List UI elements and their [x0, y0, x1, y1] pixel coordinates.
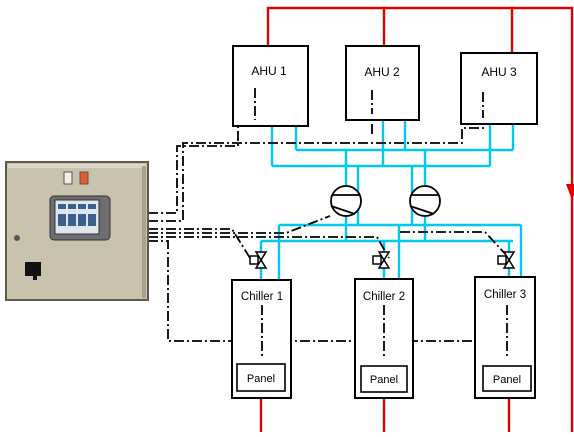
panel-1-label: Panel — [247, 373, 275, 385]
control-line-ahu3 — [148, 95, 485, 222]
panel-3-box — [482, 365, 532, 392]
rotary-isolator-switch-icon — [25, 262, 41, 280]
power-lines — [259, 6, 574, 432]
chiller-3-label: Chiller 3 — [484, 289, 526, 301]
control-line-valve3 — [400, 231, 510, 259]
control-line-valve1 — [148, 228, 251, 259]
ahu-units — [232, 45, 538, 127]
pump-1-icon — [330, 185, 362, 217]
panel-2-box — [360, 365, 408, 393]
power-line-main — [266, 6, 574, 432]
control-line-panels — [148, 240, 515, 363]
valve-2-icon — [372, 251, 391, 269]
ahu-1-box — [232, 45, 309, 127]
control-wiring — [148, 90, 515, 363]
ahu-2-box — [345, 45, 420, 121]
ahu-3-label: AHU 3 — [481, 65, 517, 79]
valve-3-icon — [497, 251, 516, 269]
valve-1-icon — [249, 251, 268, 269]
ahu-internal-control — [254, 88, 484, 120]
indicator-lamps-icon — [63, 171, 89, 185]
control-line-valve2 — [148, 236, 390, 259]
control-line-ahu1 — [148, 90, 239, 214]
control-cabinet-photo — [5, 161, 149, 301]
chiller-panels — [236, 363, 532, 393]
control-line-pump1 — [148, 215, 331, 234]
ahu-2-label: AHU 2 — [364, 65, 400, 79]
panel-1-box — [236, 363, 286, 392]
chiller-internal-control — [261, 305, 508, 358]
pump-2-icon — [409, 185, 441, 217]
ahu-1-label: AHU 1 — [251, 64, 287, 78]
chiller-1-label: Chiller 1 — [241, 291, 283, 303]
power-flow-arrow-icon — [566, 184, 574, 200]
chiller-2-label: Chiller 2 — [363, 291, 405, 303]
panel-2-label: Panel — [370, 374, 398, 386]
ahu-3-box — [460, 52, 538, 125]
panel-3-label: Panel — [493, 374, 521, 386]
touchscreen-hmi-icon — [49, 195, 111, 241]
door-lock-icon — [14, 235, 20, 241]
